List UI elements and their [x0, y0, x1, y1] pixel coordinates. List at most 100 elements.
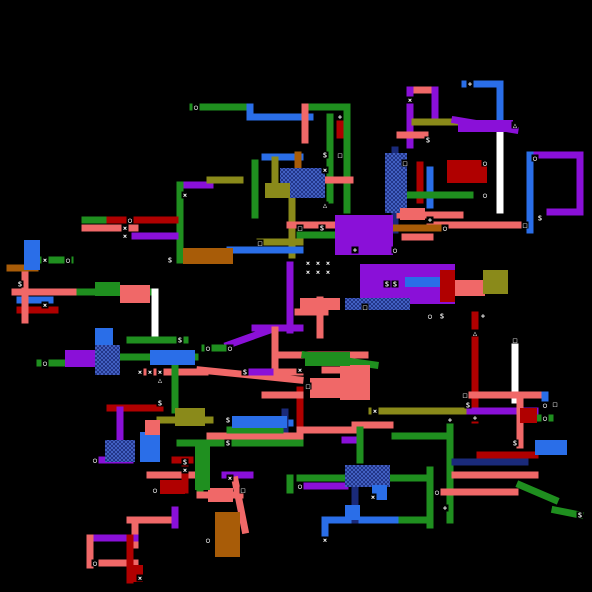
map-marker-59: S: [536, 214, 544, 223]
marker-bg: [41, 359, 49, 367]
marker-bg: [481, 191, 489, 199]
marker-symbol: □: [298, 225, 302, 233]
room-21: [95, 282, 120, 296]
marker-symbol: □: [403, 160, 407, 168]
marker-symbol: ×: [408, 97, 412, 105]
room-1: [265, 183, 290, 198]
marker-bg: [296, 366, 304, 374]
marker-symbol: +: [473, 415, 477, 423]
marker-symbol: ○: [393, 247, 397, 255]
marker-symbol: ○: [443, 225, 447, 233]
marker-bg: [324, 268, 332, 276]
map-marker-80: ○: [91, 456, 99, 465]
map-marker-49: +: [446, 416, 454, 425]
map-marker-81: ×: [296, 366, 304, 375]
marker-bg: [441, 504, 449, 512]
marker-bg: [541, 401, 549, 409]
room-23: [310, 378, 340, 398]
marker-bg: [521, 221, 529, 229]
marker-bg: [336, 151, 344, 159]
marker-bg: [304, 382, 312, 390]
marker-symbol: ×: [148, 369, 152, 377]
marker-symbol: □: [513, 337, 517, 345]
map-marker-13: S: [16, 280, 24, 289]
map-marker-79: ×: [226, 474, 234, 483]
map-marker-15: ×: [41, 256, 49, 265]
marker-symbol: □: [553, 401, 557, 409]
room-10: [455, 280, 485, 296]
marker-symbol: S: [440, 313, 444, 321]
map-marker-29: ×: [304, 268, 312, 277]
marker-bg: [471, 329, 479, 337]
marker-bg: [64, 256, 72, 264]
marker-bg: [181, 458, 189, 466]
room-35: [195, 445, 210, 490]
marker-bg: [16, 280, 24, 288]
marker-bg: [481, 159, 489, 167]
marker-symbol: △: [473, 330, 478, 338]
marker-symbol: □: [523, 222, 527, 230]
marker-bg: [181, 466, 189, 474]
marker-symbol: S: [226, 417, 230, 425]
map-marker-30: ×: [314, 268, 322, 277]
room-2: [335, 215, 393, 255]
room-18: [95, 345, 120, 375]
marker-bg: [321, 151, 329, 159]
map-marker-2: S: [321, 151, 329, 160]
map-marker-44: +: [471, 414, 479, 423]
marker-symbol: S: [226, 440, 230, 448]
marker-symbol: ○: [128, 217, 132, 225]
marker-bg: [401, 159, 409, 167]
marker-bg: [304, 268, 312, 276]
room-28: [345, 505, 360, 520]
marker-symbol: ×: [123, 225, 127, 233]
marker-symbol: ×: [43, 257, 47, 265]
marker-bg: [541, 414, 549, 422]
marker-bg: [176, 336, 184, 344]
marker-bg: [156, 399, 164, 407]
marker-symbol: +: [448, 417, 452, 425]
marker-bg: [321, 166, 329, 174]
map-marker-33: ○: [391, 246, 399, 255]
marker-bg: [126, 216, 134, 224]
marker-symbol: △: [513, 122, 518, 130]
map-marker-22: ○: [204, 344, 212, 353]
room-26: [345, 465, 390, 487]
map-marker-73: ○: [204, 536, 212, 545]
marker-bg: [371, 407, 379, 415]
marker-bg: [391, 246, 399, 254]
map-marker-34: S: [383, 280, 391, 289]
marker-symbol: +: [481, 313, 485, 321]
map-marker-67: S: [224, 439, 232, 448]
marker-bg: [471, 414, 479, 422]
room-24: [305, 352, 350, 366]
map-marker-16: ○: [64, 256, 72, 265]
map-marker-76: ×: [321, 536, 329, 545]
marker-symbol: +: [353, 247, 357, 255]
marker-symbol: ○: [228, 345, 232, 353]
room-34: [208, 488, 233, 502]
map-marker-66: S: [224, 416, 232, 425]
map-marker-37: S: [438, 312, 446, 321]
room-16: [65, 350, 95, 367]
corridor-61: [223, 325, 275, 350]
map-marker-45: ○: [541, 401, 549, 410]
marker-symbol: ×: [306, 260, 310, 268]
map-marker-14: ×: [41, 301, 49, 310]
marker-bg: [318, 224, 326, 232]
room-8: [345, 298, 410, 310]
marker-bg: [181, 191, 189, 199]
map-marker-77: ○: [296, 482, 304, 491]
map-marker-39: +: [479, 312, 487, 321]
marker-symbol: ○: [206, 345, 210, 353]
map-marker-47: ○: [541, 414, 549, 423]
marker-bg: [91, 456, 99, 464]
map-marker-24: S: [241, 368, 249, 377]
marker-bg: [91, 559, 99, 567]
marker-symbol: ○: [93, 560, 97, 568]
marker-bg: [41, 301, 49, 309]
marker-symbol: S: [385, 281, 389, 289]
marker-bg: [461, 391, 469, 399]
marker-symbol: ×: [323, 167, 327, 175]
